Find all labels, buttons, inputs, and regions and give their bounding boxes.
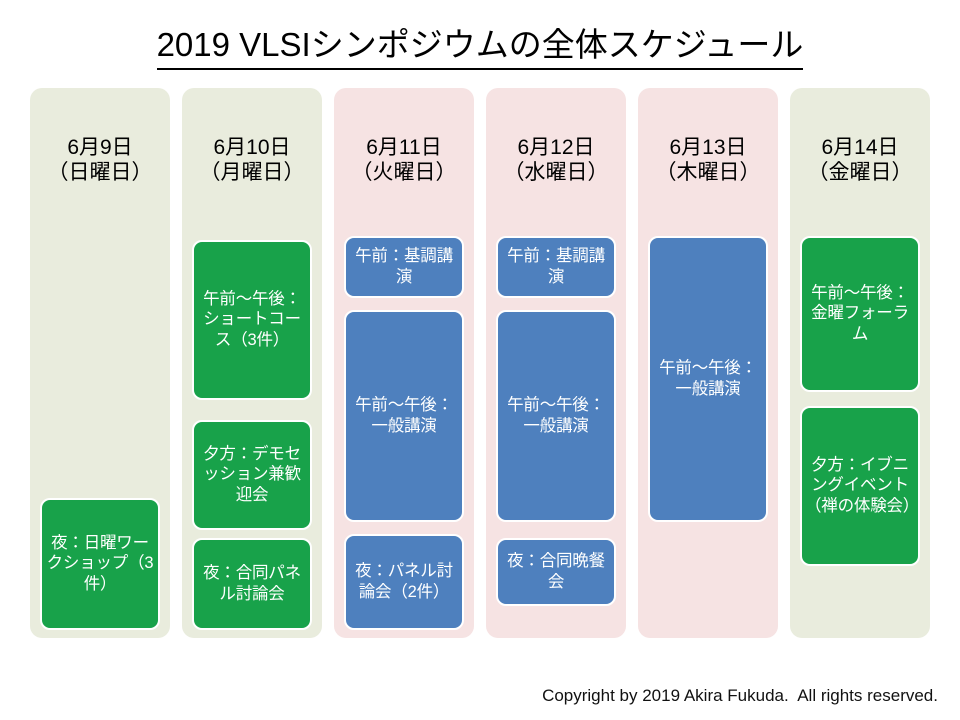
event-box[interactable]: 午前～午後：一般講演 xyxy=(648,235,768,522)
day-column: 6月9日（日曜日） 夜：日曜ワークショップ（3件） xyxy=(30,88,170,638)
day-events: 午前：基調講演午前～午後：一般講演夜：合同晩餐会 xyxy=(486,186,626,638)
page-title-text: 2019 VLSIシンポジウムの全体スケジュール xyxy=(156,18,804,70)
event-box[interactable]: 夜：合同晩餐会 xyxy=(496,537,616,606)
day-header: 6月9日（日曜日） xyxy=(48,136,153,186)
event-box[interactable]: 夜：合同パネル討論会 xyxy=(192,537,312,630)
day-column: 6月13日（木曜日） 午前～午後：一般講演 xyxy=(638,88,778,638)
event-label: 夜：合同パネル討論会 xyxy=(203,564,301,603)
day-date: 6月10日 xyxy=(213,136,291,159)
day-weekday: （日曜日） xyxy=(47,160,153,184)
day-column: 6月10日（月曜日） 午前～午後：ショートコース（3件） 夕方：デモセッション兼歓迎… xyxy=(182,88,322,638)
day-column: 6月11日（火曜日）午前：基調講演午前～午後：一般講演夜：パネル討論会（2件） xyxy=(334,88,474,638)
event-label: 夕方：デモセッション兼歓迎会 xyxy=(203,445,301,504)
day-weekday: （木曜日） xyxy=(655,160,761,184)
event-box[interactable]: 午前～午後：ショートコース（3件） xyxy=(192,239,312,400)
event-label: 午前～午後：一般講演 xyxy=(355,396,453,435)
event-box[interactable]: 午前～午後：金曜フォーラム xyxy=(800,235,920,392)
day-date: 6月9日 xyxy=(67,136,133,159)
event-box[interactable]: 夕方：デモセッション兼歓迎会 xyxy=(192,419,312,530)
day-date: 6月14日 xyxy=(821,136,899,159)
event-label: 夜：合同晩餐会 xyxy=(507,552,605,591)
day-header: 6月12日（水曜日） xyxy=(504,136,609,186)
event-box[interactable]: 午前～午後：一般講演 xyxy=(344,309,464,522)
event-box[interactable]: 夜：日曜ワークショップ（3件） xyxy=(40,497,160,630)
day-weekday: （金曜日） xyxy=(807,160,913,184)
day-date: 6月11日 xyxy=(366,136,442,159)
day-date: 6月12日 xyxy=(517,136,595,159)
event-label: 午前～午後：一般講演 xyxy=(659,359,757,398)
event-label: 午前：基調講演 xyxy=(355,247,453,286)
event-box[interactable]: 午前：基調講演 xyxy=(496,235,616,298)
day-weekday: （月曜日） xyxy=(199,160,305,184)
event-label: 夜：日曜ワークショップ（3件） xyxy=(46,534,154,593)
day-column: 6月12日（水曜日）午前：基調講演午前～午後：一般講演夜：合同晩餐会 xyxy=(486,88,626,638)
day-events: 午前～午後：金曜フォーラム夕方：イブニングイベント（禅の体験会） xyxy=(790,186,930,638)
event-label: 午前～午後：一般講演 xyxy=(507,396,605,435)
day-events: 夜：日曜ワークショップ（3件） xyxy=(30,186,170,638)
day-events: 午前～午後：一般講演 xyxy=(638,186,778,638)
event-label: 夜：パネル討論会（2件） xyxy=(355,562,453,601)
day-header: 6月13日（木曜日） xyxy=(656,136,761,186)
page-title: 2019 VLSIシンポジウムの全体スケジュール xyxy=(0,18,960,70)
event-box[interactable]: 午前～午後：一般講演 xyxy=(496,309,616,522)
event-box[interactable]: 夕方：イブニングイベント（禅の体験会） xyxy=(800,405,920,566)
day-weekday: （火曜日） xyxy=(351,160,457,184)
event-label: 午前～午後：金曜フォーラム xyxy=(811,284,909,343)
day-header: 6月14日（金曜日） xyxy=(808,136,913,186)
day-header: 6月10日（月曜日） xyxy=(200,136,305,186)
day-header: 6月11日（火曜日） xyxy=(352,136,457,186)
event-label: 午前：基調講演 xyxy=(507,247,605,286)
event-label: 夕方：イブニングイベント（禅の体験会） xyxy=(805,456,920,515)
event-label: 午前～午後：ショートコース（3件） xyxy=(203,290,301,349)
day-column: 6月14日（金曜日）午前～午後：金曜フォーラム夕方：イブニングイベント（禅の体験… xyxy=(790,88,930,638)
day-weekday: （水曜日） xyxy=(503,160,609,184)
copyright-notice: Copyright by 2019 Akira Fukuda. All righ… xyxy=(542,686,938,705)
day-events: 午前：基調講演午前～午後：一般講演夜：パネル討論会（2件） xyxy=(334,186,474,638)
day-date: 6月13日 xyxy=(669,136,747,159)
schedule-grid: 6月9日（日曜日）夜：日曜ワークショップ（3件）6月10日（月曜日）午前～午後：… xyxy=(30,88,930,638)
event-box[interactable]: 夜：パネル討論会（2件） xyxy=(344,533,464,630)
event-box[interactable]: 午前：基調講演 xyxy=(344,235,464,298)
day-events: 午前～午後：ショートコース（3件） 夕方：デモセッション兼歓迎会夜：合同パネル討論… xyxy=(182,186,322,638)
